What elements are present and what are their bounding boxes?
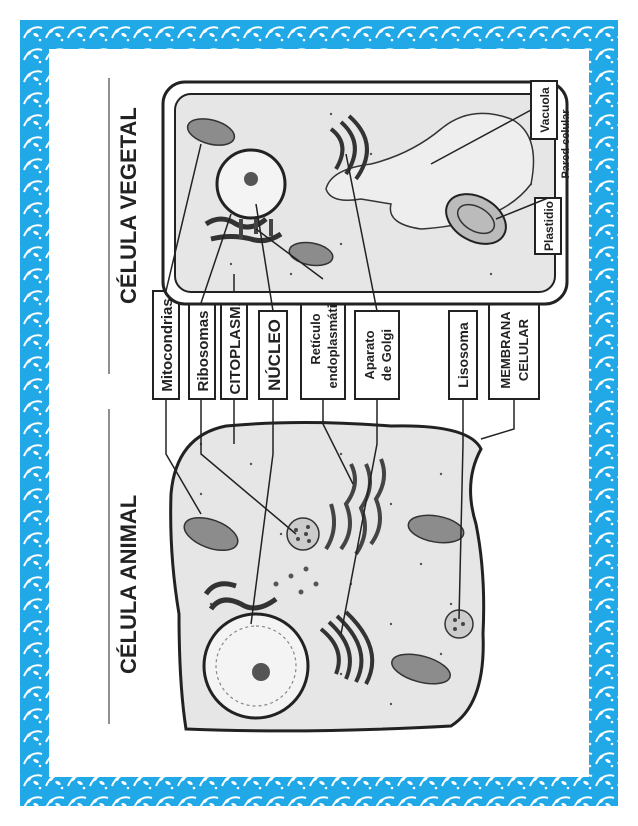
label-ribosomas: Ribosomas	[195, 311, 212, 392]
label-citoplasma: CITOPLASMA	[227, 295, 244, 394]
label-reticulo-2: endoplasmático	[325, 289, 340, 388]
label-reticulo-1: Retículo	[308, 313, 323, 364]
label-box-membrana	[488, 300, 540, 400]
label-vacuola: Vacuola	[538, 87, 552, 133]
label-mitocondrias: Mitocondrias	[159, 298, 176, 391]
label-aparato-1: Aparato	[362, 330, 377, 379]
diagram-area: CÉLULA ANIMAL CÉLULA VEGETAL	[91, 72, 575, 744]
label-membrana-2: CELULAR	[516, 318, 531, 381]
animal-er	[324, 458, 387, 556]
label-lisosoma: Lisosoma	[455, 322, 471, 388]
label-nucleo: NÚCLEO	[265, 319, 284, 391]
animal-cell-title: CÉLULA ANIMAL	[116, 495, 141, 674]
label-membrana-1: MEMBRANA	[498, 311, 513, 389]
cell-diagram: CÉLULA ANIMAL CÉLULA VEGETAL	[108, 78, 572, 733]
plant-cell-title: CÉLULA VEGETAL	[116, 107, 141, 304]
label-pared-celular: Pared celular	[560, 109, 572, 179]
label-aparato-2: de Golgi	[379, 329, 394, 381]
plant-mitochondrion	[186, 118, 236, 146]
label-plastidio: Plastidio	[542, 201, 556, 251]
animal-mitochondrion	[183, 516, 239, 552]
